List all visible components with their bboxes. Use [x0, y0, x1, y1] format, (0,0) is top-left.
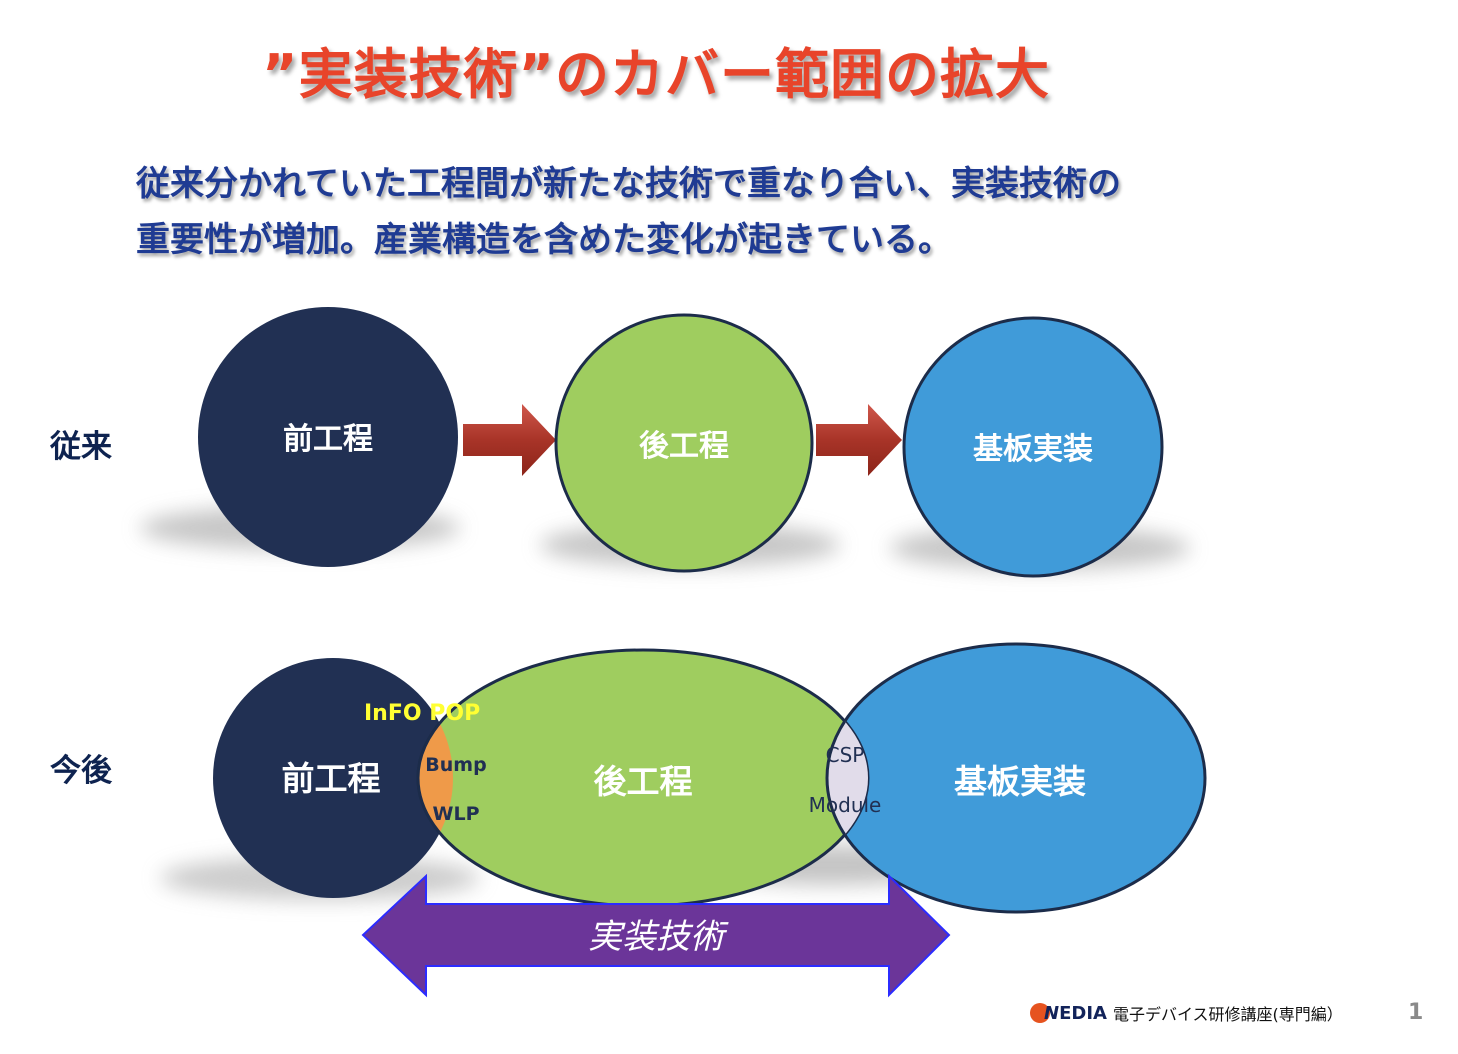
- board-assembly-label: 基板実装: [973, 432, 1093, 467]
- row-label-future: 今後: [50, 753, 112, 789]
- wlp-label: WLP: [433, 803, 480, 825]
- mounting-technology-label: 実装技術: [588, 917, 729, 957]
- logo-text: NEDIA: [1044, 1002, 1107, 1024]
- info-pop-label: InFO POP: [364, 701, 480, 726]
- page-number: 1: [1408, 1000, 1424, 1025]
- overlap-back-board: [825, 650, 868, 906]
- arrow-front-to-back: [463, 404, 556, 476]
- course-name: 電子デバイス研修講座(専門編）: [1112, 1005, 1343, 1024]
- module-label: Module: [809, 793, 882, 817]
- arrow-back-to-board: [816, 404, 902, 476]
- back-process-circle: [554, 313, 814, 573]
- back-process-label: 後工程: [639, 429, 729, 464]
- csp-label: CSP: [826, 743, 865, 767]
- footer: NEDIA 電子デバイス研修講座(専門編）: [1030, 998, 1343, 1028]
- slide-title: ”実装技術”のカバー範囲の拡大: [262, 43, 1050, 106]
- front-process-label: 前工程: [283, 422, 373, 457]
- subtitle-line-2: 重要性が増加。産業構造を含めた変化が起きている。: [136, 220, 952, 260]
- overlap-front-back: [416, 658, 453, 898]
- mounting-technology-span-arrow: [361, 873, 951, 998]
- subtitle-line-1: 従来分かれていた工程間が新たな技術で重なり合い、実装技術の: [136, 164, 1121, 204]
- front-process-circle: [198, 307, 458, 567]
- row-label-conventional: 従来: [50, 429, 112, 465]
- back-process-label-future: 後工程: [594, 762, 693, 801]
- slide-subtitle: 従来分かれていた工程間が新たな技術で重なり合い、実装技術の 重要性が増加。産業構…: [136, 156, 1336, 268]
- front-process-circle-future: [213, 658, 453, 898]
- logo-dot-icon: [1030, 1003, 1050, 1023]
- board-assembly-label-future: 基板実装: [954, 762, 1086, 801]
- front-process-label-future: 前工程: [282, 759, 381, 798]
- bump-label: Bump: [425, 754, 486, 776]
- nedia-logo: NEDIA: [1030, 1003, 1107, 1024]
- board-assembly-circle: [902, 316, 1164, 578]
